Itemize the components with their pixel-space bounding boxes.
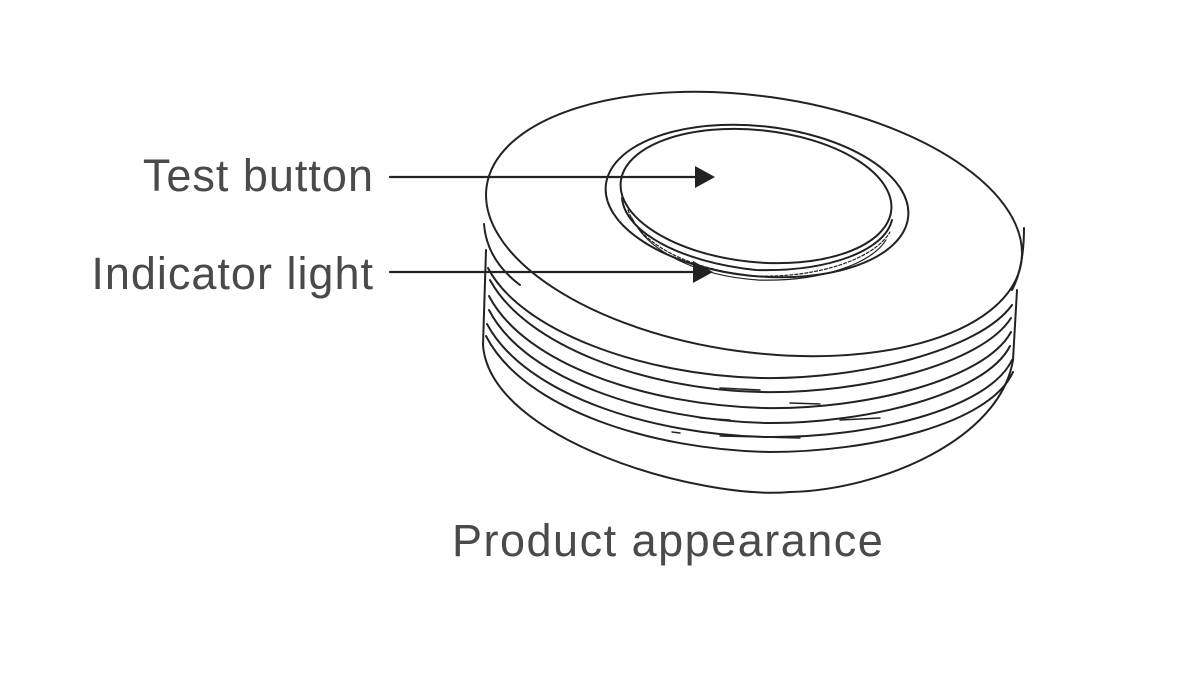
indicator-light-label: Indicator light (91, 248, 374, 299)
indicator-arrowhead-icon (693, 261, 713, 283)
device-body (482, 249, 1018, 494)
test-button-label: Test button (142, 150, 374, 201)
test-button-shape (619, 127, 893, 265)
test-button-arrowhead-icon (695, 166, 715, 188)
callout-arrows (388, 166, 715, 283)
diagram-caption: Product appearance (452, 515, 885, 566)
device-top (483, 90, 1025, 358)
